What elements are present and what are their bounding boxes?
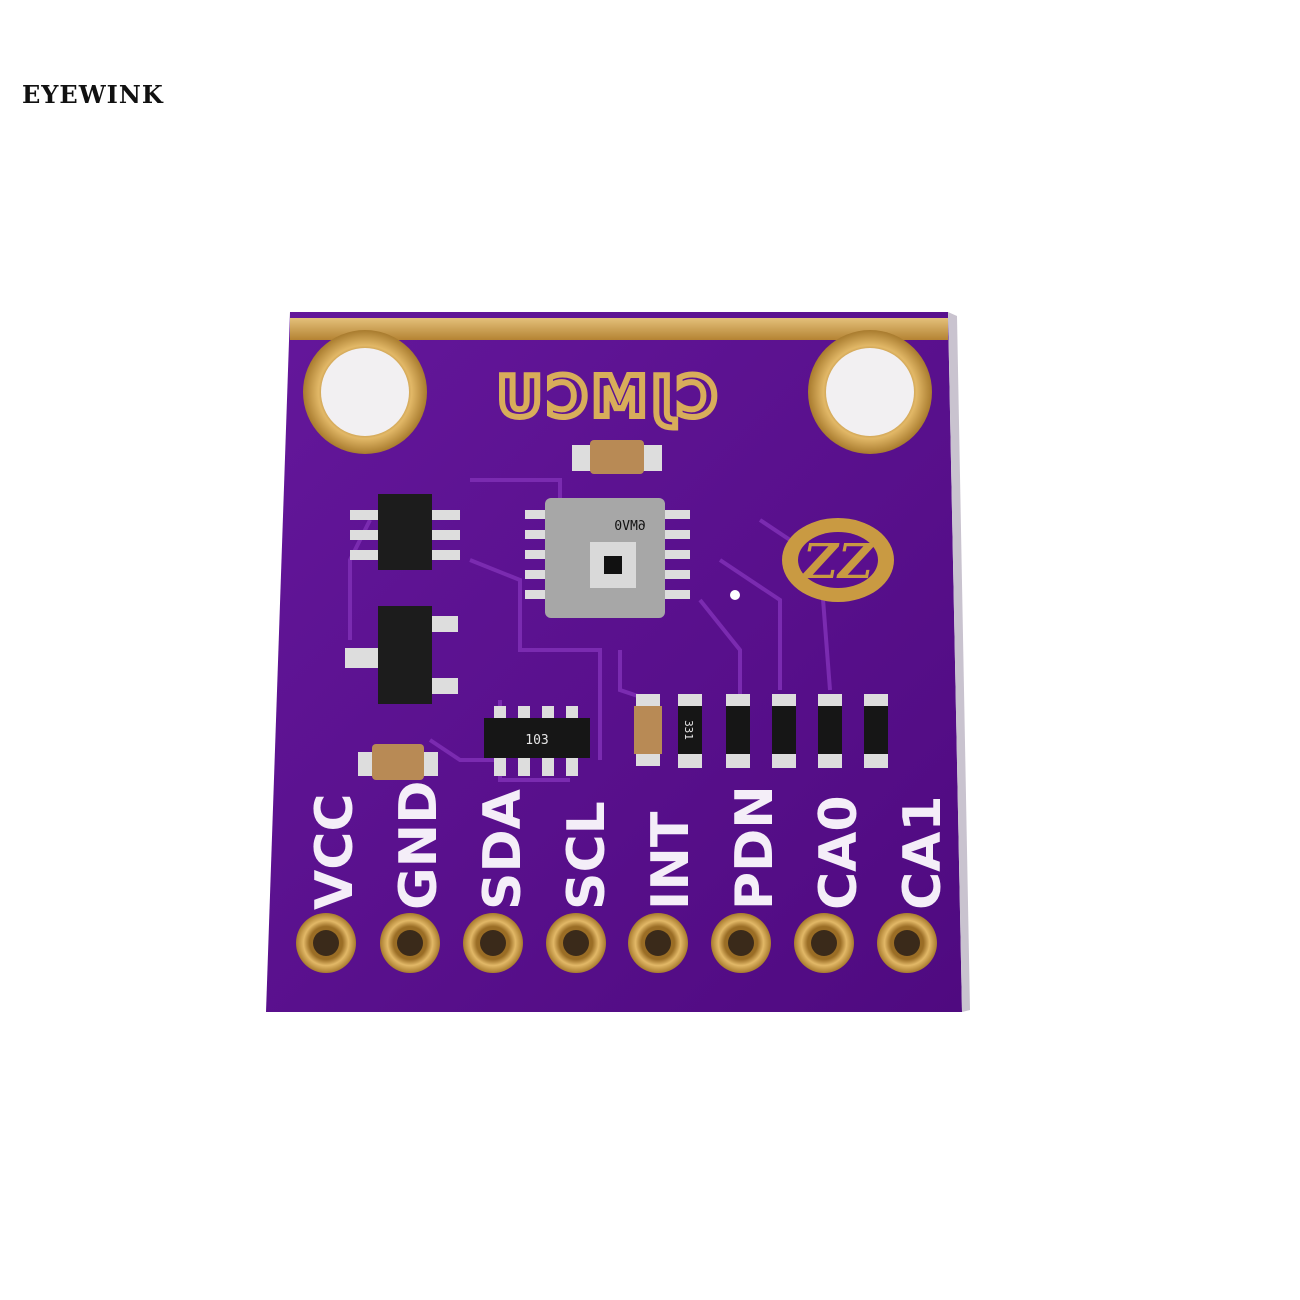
sot-chip-upper <box>350 494 460 570</box>
smd-row: 331 <box>634 694 888 768</box>
resistor-array: 103 <box>484 706 590 776</box>
pin-label: CA1 <box>893 795 953 910</box>
resistor-5 <box>864 694 888 768</box>
resistor-4 <box>818 694 842 768</box>
header-pads <box>296 913 937 973</box>
resistor-code: 331 <box>682 720 695 740</box>
header-pad <box>463 913 523 973</box>
header-pad <box>794 913 854 973</box>
pin-label: PDN <box>725 785 785 910</box>
cjmcu-logo: CJMCU <box>493 365 717 430</box>
emblem-logo: ZZ <box>782 518 894 602</box>
pin-label: SCL <box>557 801 617 910</box>
header-pad <box>546 913 606 973</box>
resistor-3 <box>772 694 796 768</box>
resistor-331: 331 <box>678 694 702 768</box>
pin-label: SDA <box>473 789 533 910</box>
resistor-2 <box>726 694 750 768</box>
via-dot <box>730 590 740 600</box>
sot-chip-lower <box>345 606 458 704</box>
watermark-text: EYEWINK <box>22 80 164 109</box>
header-pad <box>711 913 771 973</box>
gold-edge-strip <box>290 318 948 340</box>
header-pad <box>296 913 356 973</box>
header-pad <box>877 913 937 973</box>
capacitor-small <box>634 694 662 766</box>
pcb-board <box>266 312 970 1012</box>
pin-label: VCC <box>305 793 365 910</box>
pin-label: CA0 <box>809 795 869 910</box>
emblem-glyph: ZZ <box>801 534 875 590</box>
mounting-hole-left <box>303 330 427 454</box>
pin-labels: VCC GND SDA SCL INT PDN CA0 CA1 <box>305 781 953 910</box>
pin-label: GND <box>389 781 449 910</box>
sensor-ic: 6MV0 <box>525 498 690 618</box>
header-pad <box>628 913 688 973</box>
capacitor-top <box>572 440 662 474</box>
resistor-array-code: 103 <box>525 733 548 748</box>
header-pad <box>380 913 440 973</box>
mounting-hole-right <box>808 330 932 454</box>
pin-label: INT <box>641 811 701 910</box>
chip-marking: 6MV0 <box>614 519 645 534</box>
capacitor-bottom-left <box>358 744 438 780</box>
